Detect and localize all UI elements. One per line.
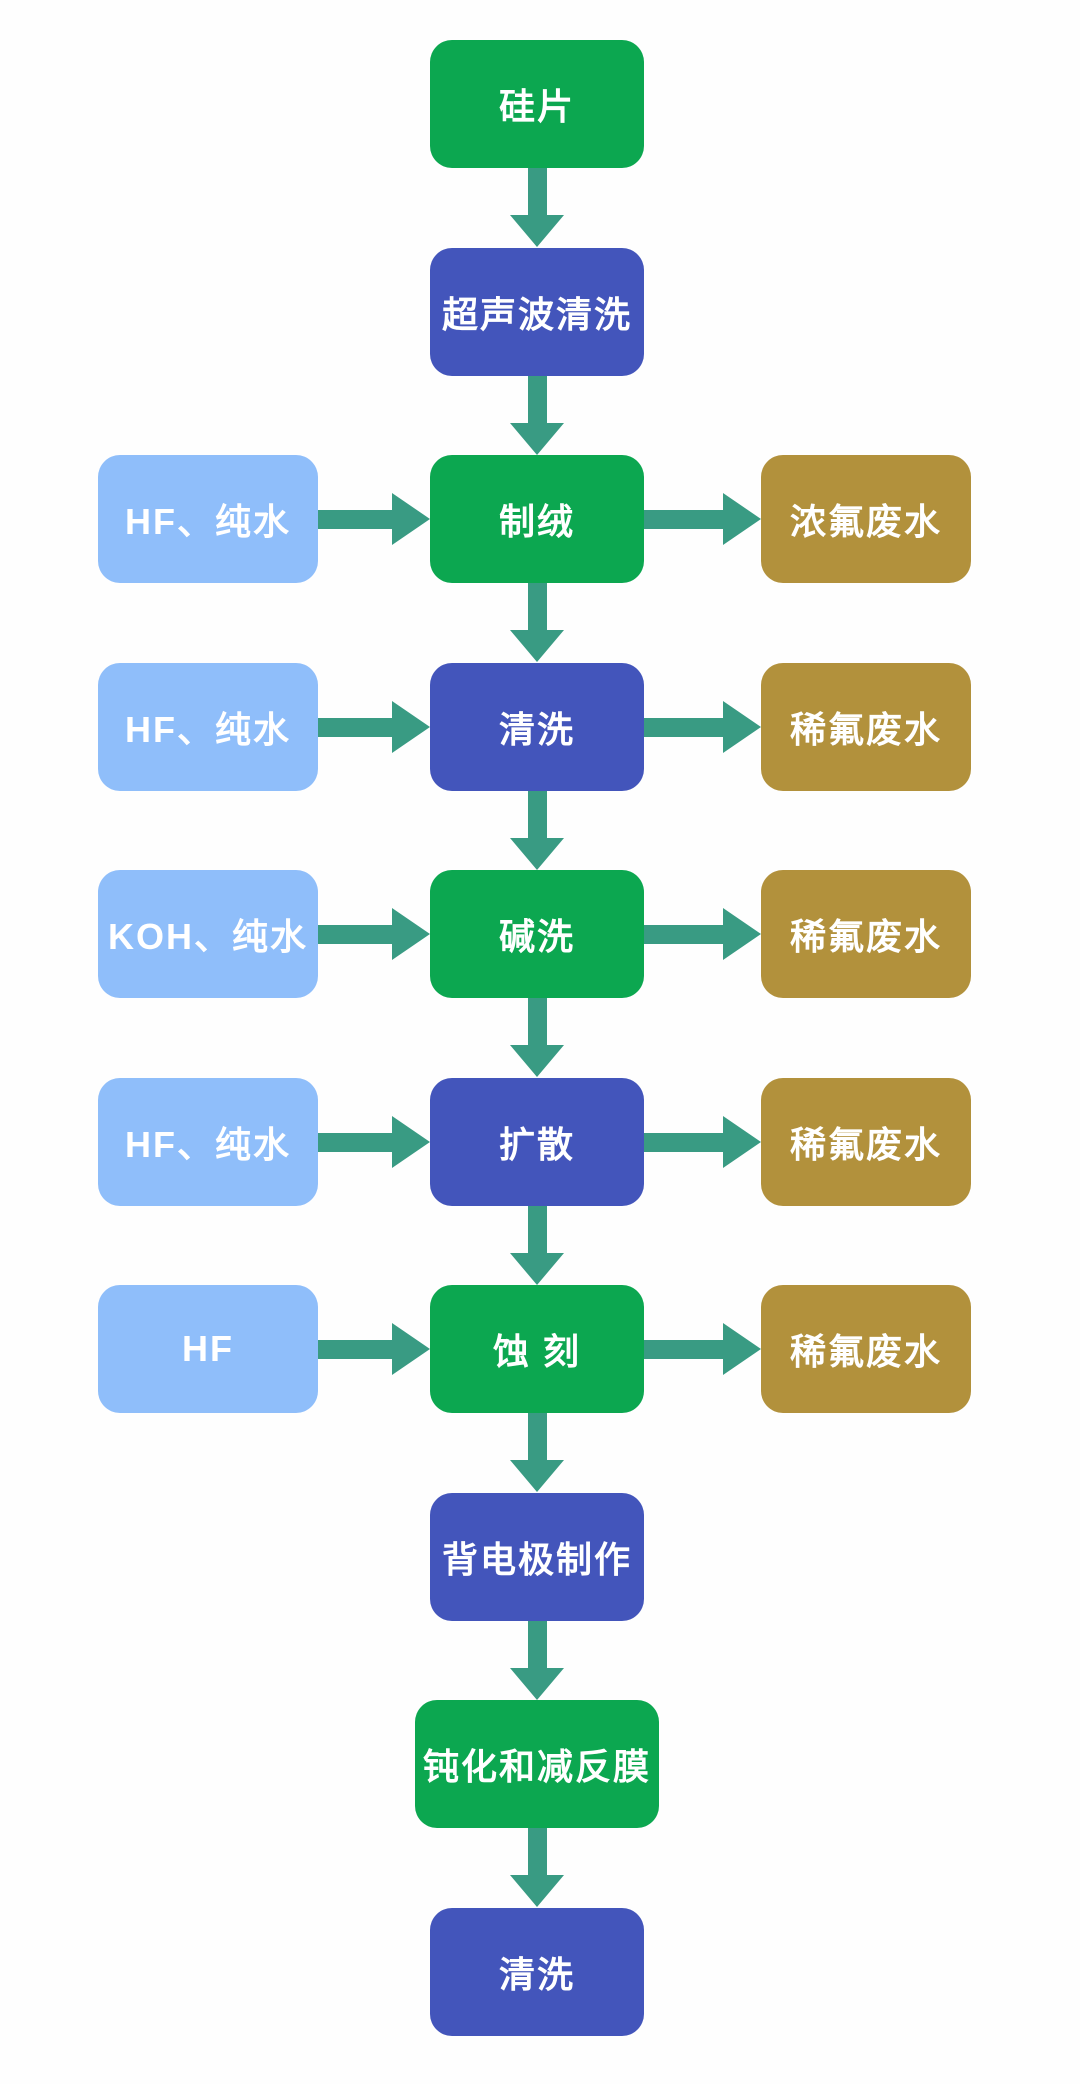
node-diffusion: 扩散 xyxy=(430,1078,644,1206)
arrow-down-4-icon xyxy=(510,791,564,870)
arrow-in-4-icon xyxy=(318,1116,430,1168)
node-back-electrode: 背电极制作 xyxy=(430,1493,644,1621)
arrow-out-2-icon xyxy=(644,701,761,753)
output-dilute-fluoride-wastewater-2: 稀氟废水 xyxy=(761,870,971,998)
arrow-down-2-icon xyxy=(510,376,564,455)
input-hf-pure-water-3: HF、纯水 xyxy=(98,1078,318,1206)
input-hf-pure-water-1: HF、纯水 xyxy=(98,455,318,583)
node-texturing: 制绒 xyxy=(430,455,644,583)
output-concentrated-fluoride-wastewater: 浓氟废水 xyxy=(761,455,971,583)
node-etching: 蚀 刻 xyxy=(430,1285,644,1413)
input-hf-pure-water-2: HF、纯水 xyxy=(98,663,318,791)
output-dilute-fluoride-wastewater-1: 稀氟废水 xyxy=(761,663,971,791)
arrow-out-5-icon xyxy=(644,1323,761,1375)
node-cleaning-2: 清洗 xyxy=(430,1908,644,2036)
arrow-in-1-icon xyxy=(318,493,430,545)
node-alkali-wash: 碱洗 xyxy=(430,870,644,998)
arrow-down-8-icon xyxy=(510,1621,564,1700)
arrow-in-5-icon xyxy=(318,1323,430,1375)
node-silicon-wafer: 硅片 xyxy=(430,40,644,168)
arrow-down-1-icon xyxy=(510,168,564,247)
arrow-in-3-icon xyxy=(318,908,430,960)
arrow-out-3-icon xyxy=(644,908,761,960)
arrow-down-9-icon xyxy=(510,1828,564,1907)
arrow-in-2-icon xyxy=(318,701,430,753)
output-dilute-fluoride-wastewater-4: 稀氟废水 xyxy=(761,1285,971,1413)
arrow-down-3-icon xyxy=(510,583,564,662)
arrow-down-7-icon xyxy=(510,1413,564,1492)
node-cleaning-1: 清洗 xyxy=(430,663,644,791)
input-koh-pure-water: KOH、纯水 xyxy=(98,870,318,998)
input-hf: HF xyxy=(98,1285,318,1413)
arrow-down-5-icon xyxy=(510,998,564,1077)
arrow-out-1-icon xyxy=(644,493,761,545)
output-dilute-fluoride-wastewater-3: 稀氟废水 xyxy=(761,1078,971,1206)
arrow-down-6-icon xyxy=(510,1206,564,1285)
arrow-out-4-icon xyxy=(644,1116,761,1168)
node-passivation-ar-film: 钝化和减反膜 xyxy=(415,1700,659,1828)
node-ultrasonic-cleaning: 超声波清洗 xyxy=(430,248,644,376)
